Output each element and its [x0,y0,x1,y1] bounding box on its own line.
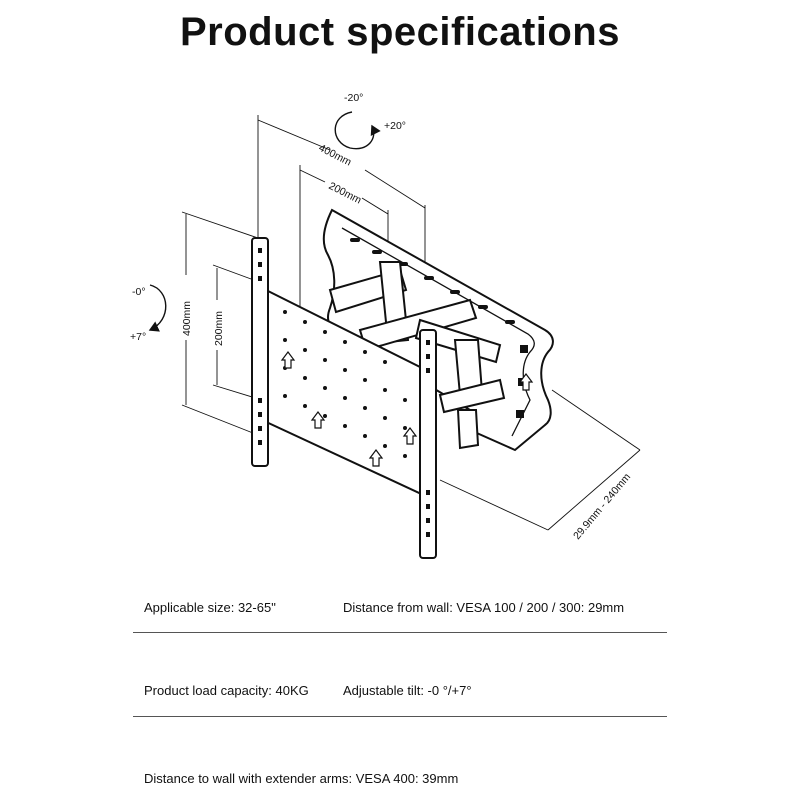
tilt-plus-label: +7° [130,331,146,343]
wall-plate-holes [283,310,407,458]
left-rail-holes [258,248,262,445]
wall-plate-arrow-icons [280,351,534,467]
height-400-label: 400mm [181,301,193,336]
width-200-label: 200mm [327,180,364,207]
depth-label: 29.9mm - 240mm [571,471,633,542]
tilt-arrow-icon [148,284,167,332]
left-rail [251,237,269,467]
swivel-minus-label: -20° [344,92,363,104]
dim-height-400 [181,211,259,436]
divider [133,632,667,633]
page-title: Product specifications [180,10,620,54]
right-rail [419,329,437,559]
swivel-plus-label: +20° [384,120,406,132]
height-200-label: 200mm [213,311,225,346]
wall-mount-diagram: -20° +20° -0° +7° 400mm 200mm 400mm 200m… [130,92,641,559]
divider [133,716,667,717]
dim-depth [439,389,641,531]
spec-load-capacity: Product load capacity: 40KG [144,683,309,698]
width-400-label: 400mm [317,142,354,169]
spec-adjustable-tilt: Adjustable tilt: -0 °/+7° [343,683,472,698]
spec-extender-arms-distance: Distance to wall with extender arms: VES… [144,771,459,786]
right-rail-holes [426,340,430,537]
tilt-minus-label: -0° [132,286,146,298]
swivel-arrow-icon [334,111,381,150]
spec-applicable-size: Applicable size: 32-65" [144,600,276,615]
articulating-arms [328,261,506,450]
spec-distance-from-wall: Distance from wall: VESA 100 / 200 / 300… [343,600,625,615]
